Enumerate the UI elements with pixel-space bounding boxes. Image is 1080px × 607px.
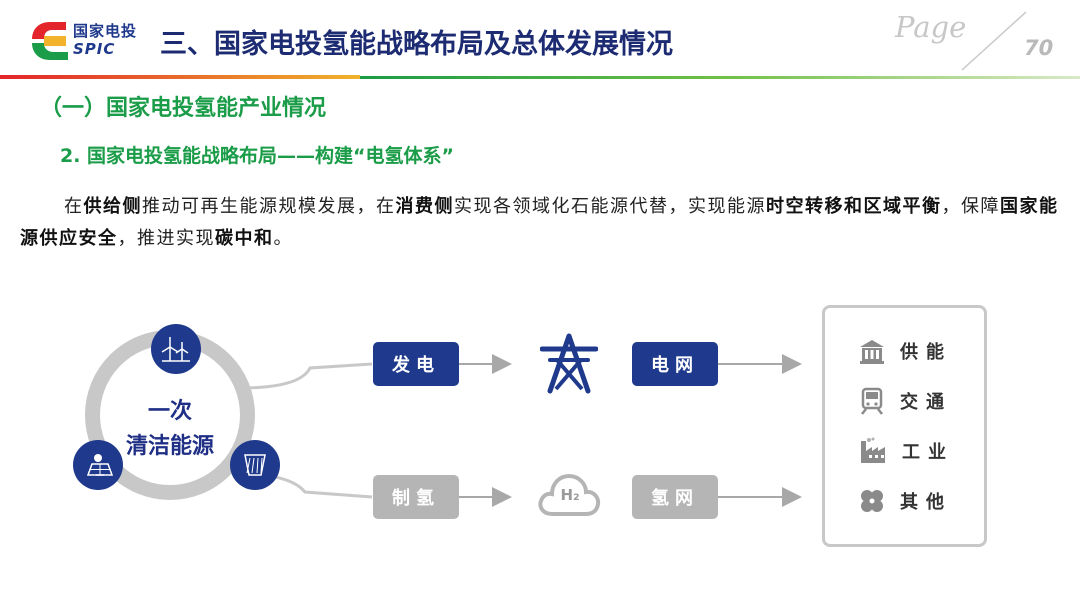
section-title: （一）国家电投氢能产业情况: [40, 96, 327, 121]
hydrogen-grid-box: 氢网: [632, 475, 718, 519]
use-item-other: 其他: [858, 486, 978, 516]
hydrogen-symbol: H₂: [560, 486, 580, 504]
logo-text-cn: 国家电投: [73, 22, 138, 40]
use-label: 交通: [900, 392, 952, 413]
spic-logo-icon: [32, 22, 68, 60]
page-label: Page: [895, 10, 967, 44]
power-grid-box: 电网: [632, 342, 718, 386]
page-number: 70: [1024, 36, 1054, 60]
header-rule-green: [360, 76, 1080, 79]
power-tower-icon: [540, 333, 598, 394]
clover-icon: [861, 490, 883, 512]
use-item-transport: 交通: [858, 386, 978, 416]
page-divider-slash: [961, 11, 1027, 71]
use-label: 供能: [900, 342, 952, 363]
hydro-node: [230, 440, 280, 490]
solar-panel-icon: [86, 454, 114, 476]
wind-turbine-icon: [161, 337, 190, 362]
use-label: 其他: [900, 492, 952, 513]
end-use-box: [822, 305, 987, 547]
train-icon: [861, 387, 883, 415]
hydro-dam-icon: [244, 454, 266, 476]
subsection-title: 2. 国家电投氢能战略布局——构建“电氢体系”: [60, 145, 455, 167]
page-title: 三、国家电投氢能战略布局及总体发展情况: [160, 29, 673, 60]
factory-icon: [861, 437, 885, 463]
hydrogen-production-box: 制氢: [373, 475, 459, 519]
logo-text-en: SPIC: [73, 40, 116, 58]
ring-label-line1: 一次: [147, 399, 192, 424]
power-generation-box: 发电: [373, 342, 459, 386]
hydrogen-cloud-icon: [538, 473, 601, 516]
use-label: 工业: [902, 442, 954, 463]
wind-turbine-node: [151, 324, 201, 374]
use-item-energy-supply: 供能: [858, 336, 978, 366]
header-rule-red: [0, 75, 360, 79]
building-icon: [860, 340, 884, 364]
ring-label-line2: 清洁能源: [125, 434, 214, 459]
use-item-industry: 工业: [858, 436, 978, 466]
solar-node: [73, 440, 123, 490]
summary-paragraph: 在供给侧推动可再生能源规模发展，在消费侧实现各领域化石能源代替，实现能源时空转移…: [20, 196, 1059, 249]
